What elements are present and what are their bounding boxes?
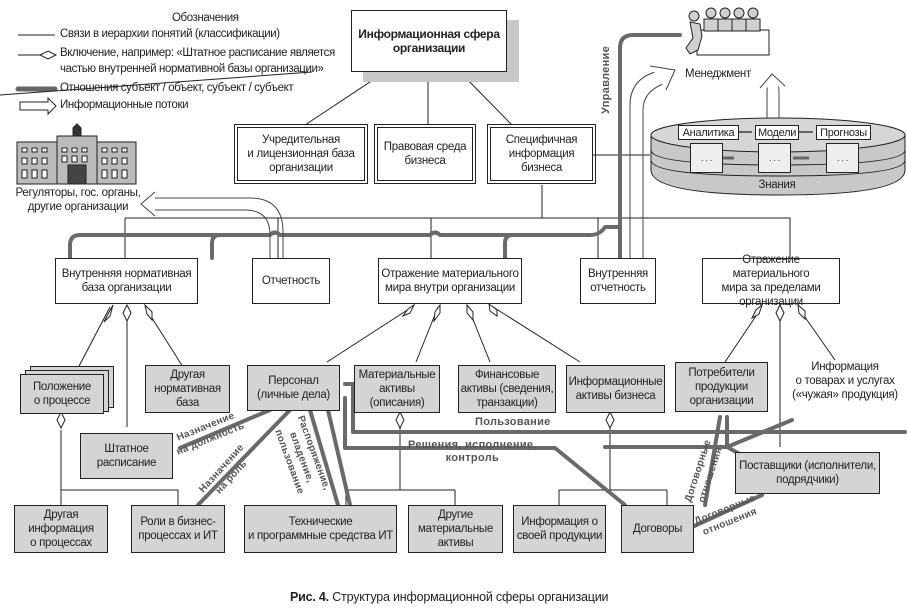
- internal-norm-base-node: Внутренняя нормативная база организации: [55, 258, 198, 304]
- reporting-node: Отчетность: [252, 258, 330, 304]
- management-label: Менеджмент: [685, 68, 751, 80]
- analytics-box: Аналитика: [678, 125, 739, 140]
- other-material-node: Другие материальные активы: [408, 505, 503, 553]
- material-assets-node: Материальные активы (описания): [354, 365, 440, 413]
- material-inside-node: Отражение материального мира внутри орга…: [378, 258, 522, 304]
- tech-it-node: Технические и программные средства ИТ: [244, 505, 397, 553]
- management-relation-label: Управление: [600, 46, 612, 115]
- roles-node: Роли в бизнес- процессах и ИТ: [131, 505, 225, 553]
- other-process-info-node: Другая информация о процессах: [14, 505, 108, 553]
- info-flows: [140, 65, 786, 258]
- management-icon: [685, 7, 770, 56]
- legend-inclusion-label-cont: частью внутренней нормативной базы орган…: [60, 63, 324, 75]
- internal-reporting-node: Внутренняя отчетность: [580, 258, 656, 304]
- regulators-building-icon: [16, 123, 137, 185]
- relation-lines: [68, 33, 907, 530]
- models-box: Модели: [755, 125, 799, 140]
- caption-text: Структура информационной сферы организац…: [332, 590, 609, 604]
- legend-title: Обозначения: [172, 12, 239, 24]
- knowledge-label: Знания: [758, 179, 796, 191]
- figure-caption: Рис. 4. Структура информационной сферы о…: [290, 590, 608, 604]
- usage-relation-label: Пользование: [475, 416, 551, 428]
- legal-environment-node: Правовая среда бизнеса: [374, 124, 476, 184]
- consumers-node: Потребители продукции организации: [675, 362, 768, 412]
- founding-base-node: Учредительная и лицензионная база органи…: [234, 124, 368, 184]
- foreign-products-label: Информация о товарах и услугах («чужая» …: [792, 361, 898, 401]
- legend-relation-label: Отношения субъект / объект, субъект / су…: [60, 82, 294, 94]
- caption-prefix: Рис. 4.: [290, 590, 329, 604]
- financial-assets-node: Финансовые активы (сведения, транзакции): [458, 365, 556, 413]
- forecasts-box: Прогнозы: [816, 125, 871, 140]
- legend-infoflow-label: Информационные потоки: [60, 99, 189, 111]
- own-product-info-node: Информация о своей продукции: [513, 505, 606, 553]
- legend-symbols: [15, 34, 58, 116]
- legend: Обозначения Связи в иерархии понятий (кл…: [0, 0, 340, 115]
- other-norm-base-node: Другая нормативная база: [145, 365, 230, 413]
- process-regulation-node: Положение о процессе: [20, 374, 104, 414]
- specific-info-node: Специфичная информация бизнеса: [487, 124, 596, 184]
- root-node: Информационная сфера организации: [351, 10, 507, 72]
- legend-hierarchy-label: Связи в иерархии понятий (классификации): [60, 28, 280, 40]
- forecasts-placeholder: . . .: [826, 143, 859, 173]
- staff-schedule-node: Штатное расписание: [80, 433, 173, 479]
- personnel-node: Персонал (личные дела): [247, 365, 340, 411]
- material-outside-node: Отражение материального мира за пределам…: [702, 254, 840, 308]
- info-assets-node: Информационные активы бизнеса: [566, 365, 665, 413]
- decisions-relation-label: Решения, исполнение, контроль: [408, 439, 537, 464]
- analytics-placeholder: . . .: [690, 143, 723, 173]
- regulators-label: Регуляторы, гос. органы, другие организа…: [15, 187, 141, 213]
- inclusion-diamonds: [56, 302, 806, 430]
- models-placeholder: . . .: [758, 143, 791, 173]
- hierarchy-lines: [0, 71, 836, 505]
- contracts-node: Договоры: [621, 505, 694, 553]
- suppliers-node: Поставщики (исполнители, подрядчики): [735, 452, 880, 494]
- legend-inclusion-label: Включение, например: «Штатное расписание…: [60, 47, 335, 59]
